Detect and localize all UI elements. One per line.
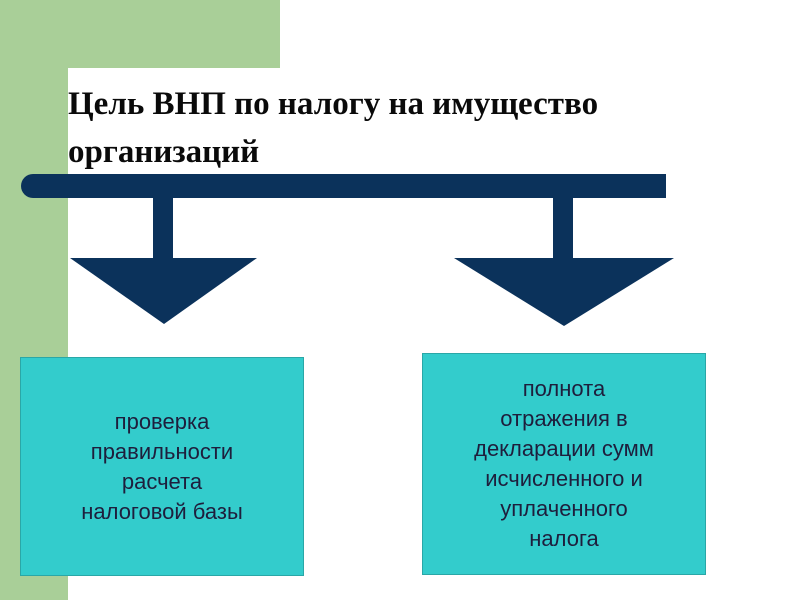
left-arrow-stem <box>153 196 173 262</box>
horizontal-connector-bar <box>21 174 666 198</box>
right-arrow-stem <box>553 196 573 262</box>
slide-title: Цель ВНП по налогу на имущество организа… <box>68 86 599 170</box>
right-arrow-head <box>454 258 674 326</box>
goal-box-declaration-completeness: полнота отражения в декларации сумм исчи… <box>422 353 706 575</box>
left-arrow-head <box>70 258 257 324</box>
goal-box-text: проверка правильности расчета налоговой … <box>81 408 243 524</box>
goal-box-tax-base-check: проверка правильности расчета налоговой … <box>20 357 304 576</box>
goal-box-text: полнота отражения в декларации сумм исчи… <box>474 376 654 551</box>
decorative-green-block <box>68 0 280 68</box>
